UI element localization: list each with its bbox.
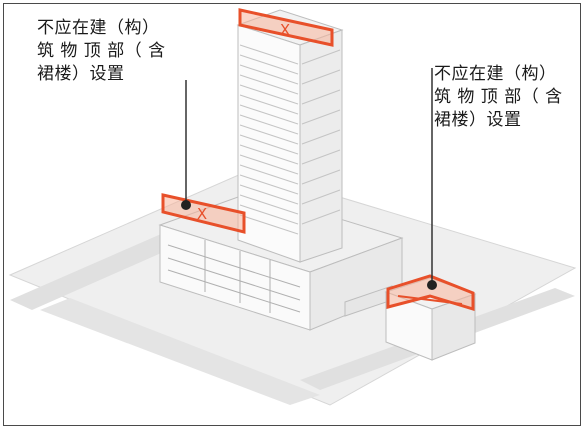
leader-dot-right bbox=[427, 280, 437, 290]
annotation-left: 不应在建（构） 筑 物 顶 部（ 含 裙楼）设置 bbox=[37, 18, 166, 84]
tower-floor-lines bbox=[239, 44, 341, 235]
podium-windows bbox=[167, 240, 301, 313]
leader-dot-left bbox=[181, 200, 191, 210]
tower-side bbox=[299, 29, 343, 263]
annotation-right: 不应在建（构） 筑 物 顶 部（ 含 裙楼）设置 bbox=[434, 64, 563, 130]
podium-x-mark: X bbox=[197, 205, 207, 223]
road-cross bbox=[40, 298, 320, 405]
tower-roof-highlight bbox=[238, 8, 334, 47]
annex-highlight-inner bbox=[397, 295, 463, 305]
annex-roof-highlight bbox=[386, 274, 475, 312]
tower-front bbox=[237, 24, 301, 263]
tower-x-mark: X bbox=[280, 21, 290, 39]
